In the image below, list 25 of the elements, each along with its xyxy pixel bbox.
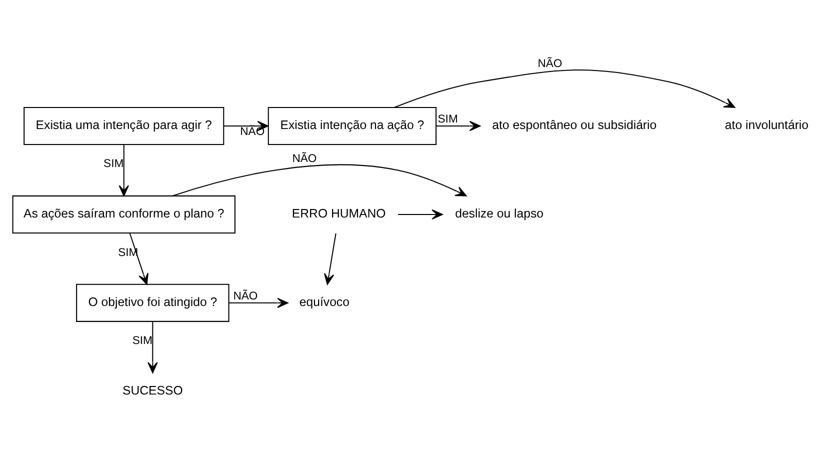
edge-label: NÃO — [233, 290, 258, 303]
arrow — [228, 298, 288, 308]
node-box: Existia uma intenção para agir ? — [24, 106, 224, 146]
node-text: ato involuntário — [724, 118, 809, 132]
node-box: As ações saíram conforme o plano ? — [12, 195, 236, 234]
edge-label: SIM — [104, 158, 124, 170]
arrow — [436, 120, 481, 132]
node-box: O objetivo foi atingido ? — [76, 284, 230, 322]
edge-label: SIM — [132, 335, 152, 348]
edge-label: NÃO — [292, 153, 317, 166]
node-text: ato espontâneo ou subsidiário — [492, 118, 657, 132]
node-box: Existia intenção na ação ? — [268, 106, 437, 146]
arrow — [398, 209, 443, 220]
node-text: equívoco — [299, 295, 350, 310]
edge-label: NÃO — [538, 58, 562, 70]
node-text: ERRO HUMANO — [292, 206, 386, 221]
arrow — [324, 233, 336, 285]
edge-label: SIM — [438, 114, 458, 126]
node-text: deslize ou lapso — [455, 206, 544, 221]
arrow — [172, 164, 467, 196]
arrow — [394, 69, 736, 108]
arrow — [118, 144, 130, 196]
arrow — [129, 233, 148, 285]
arrow — [148, 322, 158, 374]
node-text: SUCESSO — [122, 384, 183, 398]
